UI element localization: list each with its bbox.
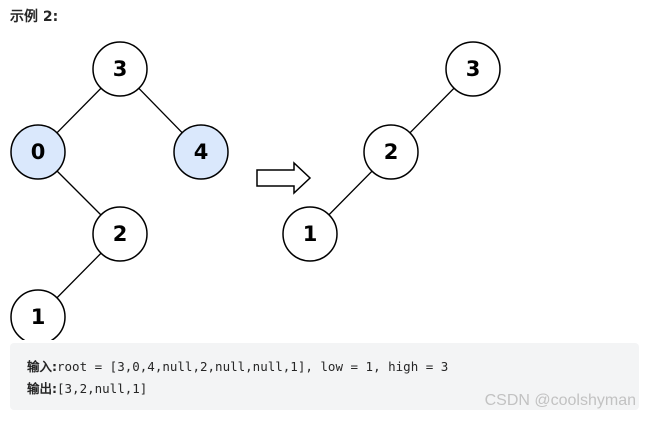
input-tree-node-label: 2 (113, 222, 128, 246)
input-tree-node-3: 3 (92, 41, 148, 97)
input-tree-node-label: 3 (113, 57, 128, 81)
tree-diagram: 3 0 4 2 1 3 2 1 (10, 41, 501, 340)
input-tree-node-circle (92, 206, 148, 262)
output-tree-node-label: 2 (384, 140, 399, 164)
input-value: root = [3,0,4,null,2,null,null,1], low =… (57, 359, 449, 374)
input-tree-node-circle (173, 124, 229, 180)
input-tree-node-1: 1 (10, 289, 66, 340)
input-tree-node-4: 4 (173, 124, 229, 180)
input-tree-node-circle (92, 41, 148, 97)
output-label: 输出: (27, 381, 57, 396)
output-tree-node-1: 1 (282, 206, 338, 262)
output-tree-node-2: 2 (363, 124, 419, 180)
input-tree-node-label: 0 (31, 140, 46, 164)
output-value: [3,2,null,1] (57, 381, 148, 396)
input-tree-node-circle (10, 124, 66, 180)
output-tree-node-circle (363, 124, 419, 180)
output-tree-node-3: 3 (445, 41, 501, 97)
edges-layer (37, 68, 474, 318)
right-arrow-icon (256, 161, 312, 195)
input-tree-node-0: 0 (10, 124, 66, 180)
output-line: 输出:[3,2,null,1] (27, 378, 639, 400)
nodes-layer: 3 0 4 2 1 3 2 1 (10, 41, 501, 340)
example-heading: 示例 2: (10, 9, 59, 25)
output-tree-node-circle (445, 41, 501, 97)
input-tree-node-2: 2 (92, 206, 148, 262)
input-label: 输入: (27, 359, 57, 374)
output-tree-node-label: 1 (303, 222, 318, 246)
example-code-block: 输入:root = [3,0,4,null,2,null,null,1], lo… (10, 343, 639, 410)
input-tree-node-label: 1 (31, 305, 46, 329)
input-tree-node-circle (10, 289, 66, 340)
output-tree-node-label: 3 (466, 57, 481, 81)
input-line: 输入:root = [3,0,4,null,2,null,null,1], lo… (27, 356, 639, 378)
watermark: CSDN @coolshyman (484, 392, 636, 409)
output-tree-node-circle (282, 206, 338, 262)
input-tree-node-label: 4 (194, 140, 209, 164)
